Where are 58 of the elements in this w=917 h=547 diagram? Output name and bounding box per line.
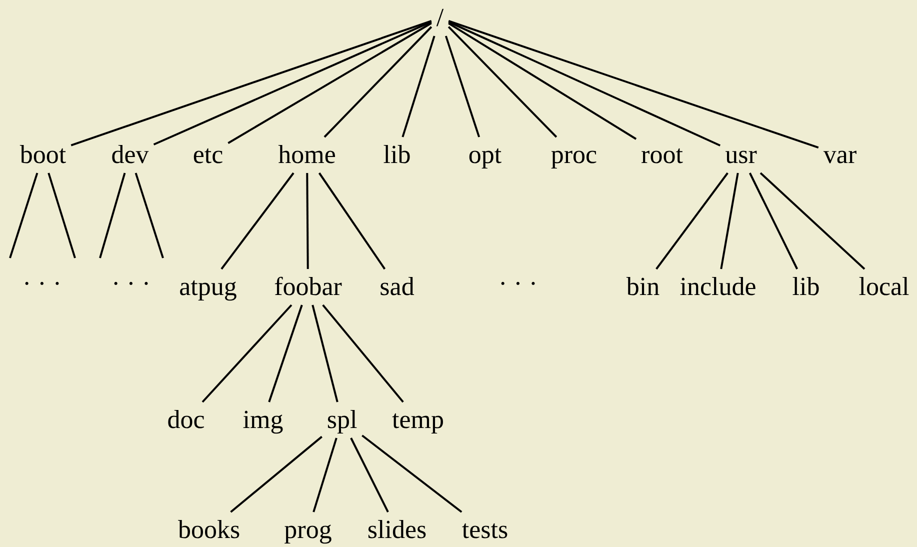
tree-line — [153, 20, 432, 146]
tree-line — [760, 172, 866, 270]
directory-name: bin — [626, 274, 660, 300]
tree-line — [402, 36, 436, 138]
directory-name: local — [858, 274, 910, 300]
tree-line — [448, 20, 819, 149]
directory-name: slides — [367, 517, 427, 543]
tree-line — [99, 172, 126, 258]
ellipsis: · · · — [22, 271, 62, 297]
tree-line — [448, 21, 721, 146]
tree-line — [324, 26, 432, 138]
directory-name: opt — [468, 142, 502, 168]
directory-name: temp — [392, 407, 444, 433]
tree-line — [9, 172, 38, 258]
tree-line — [306, 172, 309, 270]
tree-line — [318, 172, 386, 270]
directory-name: root — [641, 142, 683, 168]
directory-name: foobar — [274, 274, 342, 300]
tree-line — [656, 172, 728, 270]
directory-name: usr — [725, 142, 757, 168]
directory-name: books — [178, 517, 240, 543]
tree-line — [202, 304, 292, 403]
directory-name: prog — [284, 517, 332, 543]
directory-name: proc — [550, 142, 598, 168]
tree-line — [228, 22, 432, 144]
tree-line — [268, 304, 303, 402]
directory-name: include — [680, 274, 756, 300]
directory-name: img — [242, 407, 284, 433]
directory-name: var — [823, 142, 857, 168]
tree-line — [230, 436, 322, 513]
ellipsis: · · · — [112, 271, 150, 297]
tree-line — [350, 438, 389, 512]
directory-name: atpug — [179, 274, 237, 300]
directory-name: / — [436, 5, 444, 31]
ellipsis: · · · — [498, 271, 538, 297]
directory-name: spl — [326, 407, 358, 433]
tree-line — [448, 26, 558, 138]
tree-line — [312, 304, 338, 402]
directory-name: etc — [192, 142, 224, 168]
tree-line — [444, 36, 480, 138]
directory-name: lib — [383, 142, 411, 168]
tree-line — [70, 20, 432, 146]
tree-line — [220, 172, 294, 270]
tree-line — [48, 172, 76, 258]
tree-line — [448, 22, 637, 140]
directory-name: boot — [20, 142, 66, 168]
directory-name: doc — [167, 407, 205, 433]
tree-line — [322, 304, 404, 403]
tree-line — [312, 438, 338, 512]
tree-line — [134, 172, 164, 258]
tree-line — [362, 434, 462, 513]
directory-name: dev — [111, 142, 149, 168]
tree-line — [748, 172, 798, 270]
directory-name: sad — [380, 274, 414, 300]
directory-name: tests — [462, 517, 508, 543]
directory-name: lib — [792, 274, 820, 300]
directory-name: home — [278, 142, 336, 168]
tree-line — [720, 172, 739, 270]
